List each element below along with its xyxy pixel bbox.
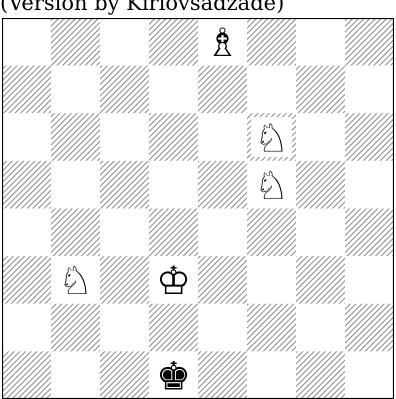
square-c7[interactable] bbox=[100, 66, 149, 114]
square-e5[interactable] bbox=[198, 161, 247, 209]
square-d4[interactable] bbox=[149, 209, 198, 257]
square-h5[interactable] bbox=[345, 161, 394, 209]
square-a4[interactable] bbox=[2, 209, 51, 257]
square-e7[interactable] bbox=[198, 66, 247, 114]
square-c3[interactable] bbox=[100, 256, 149, 304]
square-f2[interactable] bbox=[247, 304, 296, 352]
square-h1[interactable] bbox=[345, 351, 394, 399]
square-a7[interactable] bbox=[2, 66, 51, 114]
square-g7[interactable] bbox=[296, 66, 345, 114]
square-h6[interactable] bbox=[345, 113, 394, 161]
square-c2[interactable] bbox=[100, 304, 149, 352]
square-c4[interactable] bbox=[100, 209, 149, 257]
square-b4[interactable] bbox=[51, 209, 100, 257]
puzzle-title-text: (Version by Kiriovsadzade) bbox=[0, 0, 284, 15]
square-g4[interactable] bbox=[296, 209, 345, 257]
white-knight-icon: ♘ bbox=[254, 164, 289, 209]
square-f1[interactable] bbox=[247, 351, 296, 399]
puzzle-title: (Version by Kiriovsadzade) bbox=[0, 0, 396, 18]
square-c6[interactable] bbox=[100, 113, 149, 161]
square-e2[interactable] bbox=[198, 304, 247, 352]
white-knight-f5[interactable]: ♘ bbox=[251, 164, 292, 209]
square-a3[interactable] bbox=[2, 256, 51, 304]
square-h3[interactable] bbox=[345, 256, 394, 304]
white-bishop-e8[interactable]: ♗ bbox=[202, 21, 243, 66]
square-a2[interactable] bbox=[2, 304, 51, 352]
square-e1[interactable] bbox=[198, 351, 247, 399]
white-knight-icon: ♘ bbox=[254, 116, 289, 161]
square-d6[interactable] bbox=[149, 113, 198, 161]
square-f3[interactable] bbox=[247, 256, 296, 304]
square-h7[interactable] bbox=[345, 66, 394, 114]
square-a1[interactable] bbox=[2, 351, 51, 399]
square-g3[interactable] bbox=[296, 256, 345, 304]
square-h8[interactable] bbox=[345, 18, 394, 66]
white-knight-icon: ♘ bbox=[58, 259, 93, 304]
square-c5[interactable] bbox=[100, 161, 149, 209]
square-g1[interactable] bbox=[296, 351, 345, 399]
square-f7[interactable] bbox=[247, 66, 296, 114]
square-g2[interactable] bbox=[296, 304, 345, 352]
square-h4[interactable] bbox=[345, 209, 394, 257]
square-h2[interactable] bbox=[345, 304, 394, 352]
square-f4[interactable] bbox=[247, 209, 296, 257]
white-knight-b3[interactable]: ♘ bbox=[55, 259, 96, 304]
white-king-icon: ♔ bbox=[156, 259, 191, 304]
square-b5[interactable] bbox=[51, 161, 100, 209]
square-d8[interactable] bbox=[149, 18, 198, 66]
square-a5[interactable] bbox=[2, 161, 51, 209]
chess-board[interactable]: ♗♘♘♘♔♚ bbox=[2, 18, 394, 399]
square-e3[interactable] bbox=[198, 256, 247, 304]
square-a6[interactable] bbox=[2, 113, 51, 161]
square-c8[interactable] bbox=[100, 18, 149, 66]
square-b1[interactable] bbox=[51, 351, 100, 399]
square-c1[interactable] bbox=[100, 351, 149, 399]
square-f8[interactable] bbox=[247, 18, 296, 66]
square-e6[interactable] bbox=[198, 113, 247, 161]
square-d7[interactable] bbox=[149, 66, 198, 114]
white-bishop-icon: ♗ bbox=[205, 21, 240, 66]
square-g6[interactable] bbox=[296, 113, 345, 161]
square-b2[interactable] bbox=[51, 304, 100, 352]
square-b6[interactable] bbox=[51, 113, 100, 161]
square-d5[interactable] bbox=[149, 161, 198, 209]
black-king-d1[interactable]: ♚ bbox=[153, 354, 194, 399]
square-g8[interactable] bbox=[296, 18, 345, 66]
white-king-d3[interactable]: ♔ bbox=[153, 259, 194, 304]
square-g5[interactable] bbox=[296, 161, 345, 209]
square-b8[interactable] bbox=[51, 18, 100, 66]
square-a8[interactable] bbox=[2, 18, 51, 66]
square-b7[interactable] bbox=[51, 66, 100, 114]
square-d2[interactable] bbox=[149, 304, 198, 352]
square-e4[interactable] bbox=[198, 209, 247, 257]
white-knight-f6[interactable]: ♘ bbox=[251, 116, 292, 161]
black-king-icon: ♚ bbox=[156, 354, 191, 399]
